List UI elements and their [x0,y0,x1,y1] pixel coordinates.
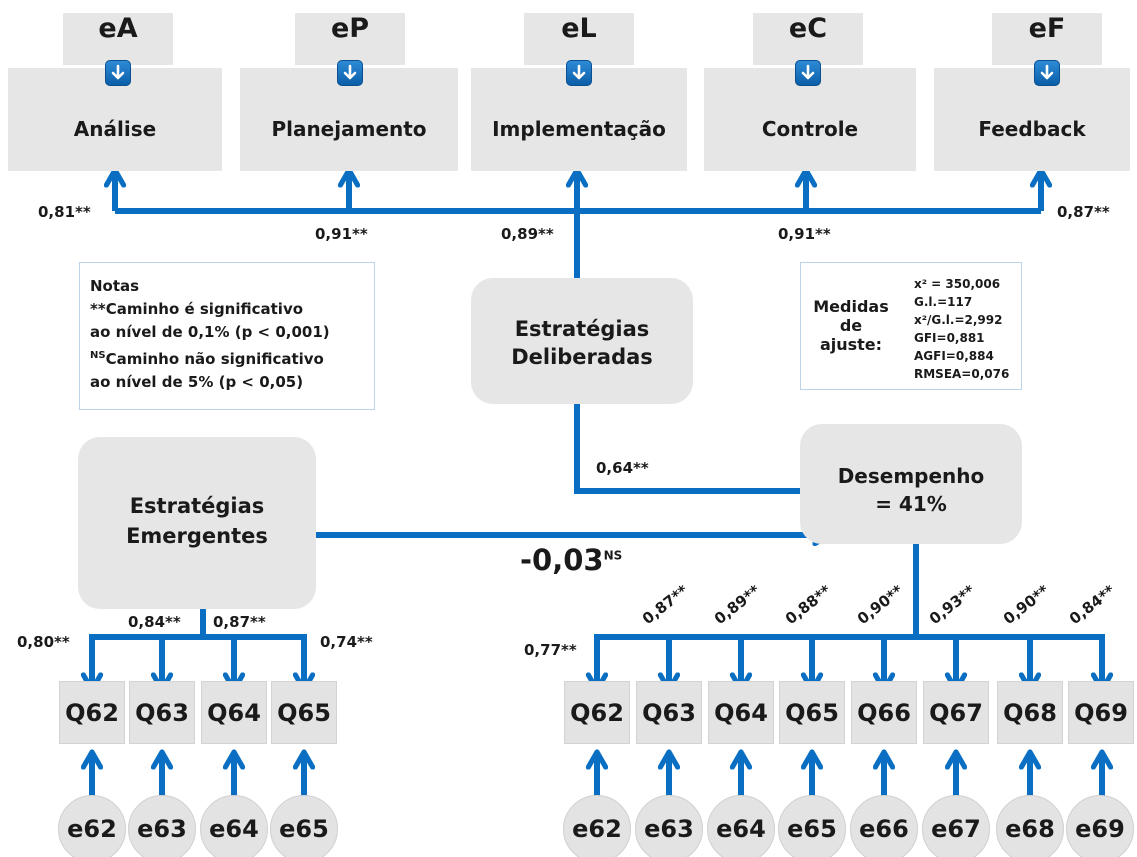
notes-title: Notas [90,277,140,295]
fit-label-2: de [839,316,863,335]
desempenho-line-2: = 41% [875,492,947,516]
indicator-right-q66: Q66 [851,681,917,744]
factor-box-feedback [934,68,1130,171]
arrow-down-icon [795,60,821,86]
factor-label-controle: Controle [761,117,859,141]
path-emergentes-ns: NS [603,548,623,563]
arrow-down-icon [1034,60,1060,86]
error-box-ec [753,13,863,65]
fit-label-1: Medidas [813,297,889,316]
indicator-right-q64: Q64 [708,681,774,744]
factor-label-analise: Análise [73,117,157,141]
error-box-ef [992,13,1102,65]
fit-agfi: AGFI=0,884 [914,349,994,363]
latent-emergentes [78,437,316,609]
error-left-e62: e62 [58,795,126,857]
indicator-right-q69: Q69 [1068,681,1134,744]
error-label-ep: eP [330,13,370,44]
error-left-e65: e65 [270,795,338,857]
notes-panel: Notas **Caminho é significativo ao nível… [79,262,375,410]
ns-mark: NS [90,350,106,361]
error-label-ec: eC [788,13,828,44]
path-emergentes-value: -0,03 [520,543,604,577]
error-right-e66: e66 [850,795,918,857]
loading-controle: 0,91** [778,225,831,243]
error-box-ep [295,13,405,65]
error-label-ea: eA [98,13,138,44]
error-right-e62: e62 [563,795,631,857]
notes-line-2: ao nível de 0,1% (p < 0,001) [90,323,330,341]
indicator-right-q63: Q63 [636,681,702,744]
fit-gl: G.l.=117 [914,295,973,309]
error-box-el [524,13,634,65]
latent-desempenho-label: Desempenho = 41% [800,462,1022,518]
fit-values: x² = 350,006 G.l.=117 x²/G.l.=2,992 GFI=… [914,275,1009,383]
loading-implementacao: 0,89** [501,225,554,243]
error-right-e64: e64 [707,795,775,857]
indicator-left-q64: Q64 [201,681,267,744]
fit-label-3: ajuste: [819,335,883,354]
error-right-e65: e65 [778,795,846,857]
indicator-right-q68: Q68 [997,681,1063,744]
path-emergentes-desempenho: -0,03NS [520,543,622,577]
loading-analise: 0,81** [38,203,91,221]
latent-emergentes-label: Estratégias Emergentes [78,491,316,551]
path-deliberadas-desempenho: 0,64** [596,459,649,477]
loading-left-q62: 0,80** [17,633,70,651]
notes-line-1: **Caminho é significativo [90,300,304,318]
factor-label-implementacao: Implementação [492,117,666,141]
error-left-e64: e64 [200,795,268,857]
fit-chi2-gl: x²/G.l.=2,992 [914,313,1003,327]
factor-label-feedback: Feedback [978,117,1086,141]
error-label-el: eL [561,13,597,44]
desempenho-line-1: Desempenho [837,464,985,488]
loading-left-q65: 0,74** [320,633,373,651]
fit-rmsea: RMSEA=0,076 [914,367,1010,381]
loading-planejamento: 0,91** [315,225,368,243]
error-right-e69: e69 [1066,795,1134,857]
latent-deliberadas [471,278,693,404]
arrow-down-icon [337,60,363,86]
loading-left-q64: 0,87** [213,613,266,631]
indicator-left-q62: Q62 [59,681,125,744]
notes-line-3-text: Caminho não significativo [105,350,324,368]
error-right-e68: e68 [996,795,1064,857]
error-box-ea [63,13,173,65]
loading-feedback: 0,87** [1057,203,1110,221]
indicator-right-q65: Q65 [779,681,845,744]
indicator-right-q62: Q62 [564,681,630,744]
indicator-right-q67: Q67 [923,681,989,744]
arrow-down-icon [566,60,592,86]
emergentes-line-1: Estratégias [129,494,265,518]
factor-label-planejamento: Planejamento [271,117,427,141]
fit-label: Medidas de ajuste: [811,297,891,354]
error-left-e63: e63 [128,795,196,857]
notes-line-4: ao nível de 5% (p < 0,05) [90,373,304,391]
indicator-left-q65: Q65 [271,681,337,744]
deliberadas-line-2: Deliberadas [511,345,653,369]
latent-deliberadas-label: Estratégias Deliberadas [471,315,693,371]
indicator-left-q63: Q63 [129,681,195,744]
loading-left-q63: 0,84** [128,613,181,631]
latent-desempenho [800,424,1022,544]
error-right-e67: e67 [922,795,990,857]
arrow-down-icon [105,60,131,86]
fit-chi2: x² = 350,006 [914,277,1001,291]
loading-right-q62: 0,77** [524,641,577,659]
emergentes-line-2: Emergentes [126,524,268,548]
error-label-ef: eF [1028,13,1066,44]
deliberadas-line-1: Estratégias [514,317,650,341]
fit-panel: Medidas de ajuste: x² = 350,006 G.l.=117… [800,262,1022,390]
error-right-e63: e63 [635,795,703,857]
notes-line-3: NSCaminho não significativo [90,344,374,371]
fit-gfi: GFI=0,881 [914,331,985,345]
